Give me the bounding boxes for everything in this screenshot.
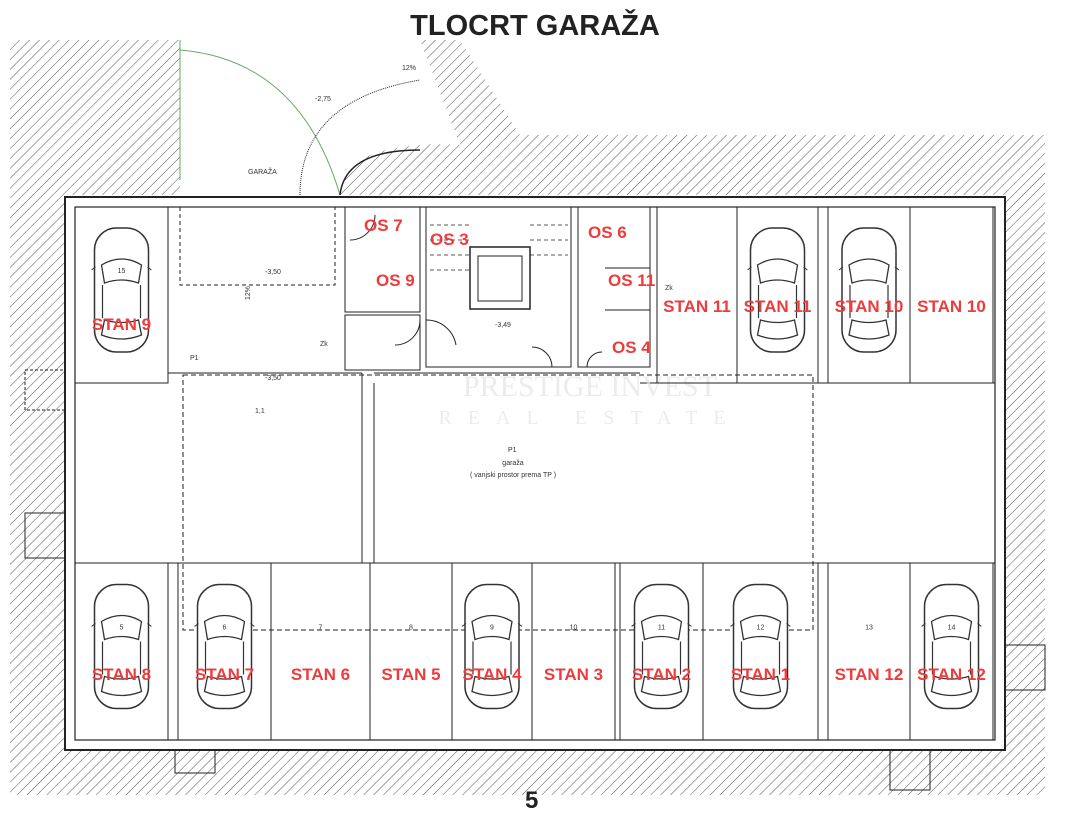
- spot-number: 6: [223, 625, 227, 632]
- spot-number: 14: [948, 625, 956, 632]
- parking-spot-outline: [702, 562, 819, 741]
- spot-number: 11: [658, 625, 665, 632]
- spot-label: STAN 4: [462, 665, 522, 684]
- spot-label: STAN 11: [744, 297, 812, 316]
- level-garage-label: -3,50: [265, 375, 281, 382]
- spot-label: STAN 6: [291, 665, 350, 684]
- spot-label: STAN 11: [663, 297, 731, 316]
- zk-label: Zk: [320, 341, 328, 348]
- garage-note-label: ( vanjski prostor prema TP ): [470, 472, 556, 479]
- spot-number: 12: [757, 625, 765, 632]
- parking-spot: STAN 11: [736, 206, 819, 384]
- storage-labels: OS 7 OS 3 OS 9 OS 6 OS 11 OS 4: [364, 216, 655, 357]
- watermark-line1: PRESTIGE INVEST: [463, 370, 717, 403]
- spot-label: STAN 7: [195, 665, 254, 684]
- parking-spot-outline: [74, 206, 169, 384]
- spot-number: 8: [409, 625, 413, 632]
- annotations: GARAŽA 12% 12% -2,75 -3,50 -3,50 -3,49 1…: [190, 65, 673, 479]
- storage-label-os11: OS 11: [608, 271, 655, 290]
- parking-spot-outline: [531, 562, 616, 741]
- spot-label: STAN 10: [917, 297, 986, 316]
- car-icon: [462, 583, 522, 710]
- garage-name-label: garaža: [502, 460, 524, 467]
- spot-number: 15: [118, 268, 126, 275]
- car-icon: [194, 583, 255, 710]
- slope-ramp-label: 12%: [245, 286, 252, 300]
- parking-spot-outline: [909, 206, 994, 384]
- page-title: TLOCRT GARAŽA: [410, 10, 660, 42]
- car-icon: [631, 583, 692, 710]
- car-icon: [747, 227, 808, 353]
- spot-label: STAN 9: [92, 315, 151, 334]
- storage-label-os3: OS 3: [430, 230, 469, 249]
- level-entry-label: -2,75: [315, 96, 331, 103]
- spot-label: STAN 1: [731, 665, 790, 684]
- car-icon: [730, 583, 791, 710]
- zk-label: Zk: [665, 285, 673, 292]
- car-icon: [921, 583, 982, 710]
- spot-label: STAN 2: [632, 665, 691, 684]
- spot-number: 5: [120, 625, 124, 632]
- parking-spot-outline: [736, 206, 819, 384]
- spot-label: STAN 8: [92, 665, 151, 684]
- level-stair-label: -3,49: [495, 322, 511, 329]
- watermark: PRESTIGE INVEST REAL ESTATE: [438, 370, 741, 429]
- room-code-label: 1,1: [255, 408, 265, 415]
- parking-spot: STAN 10: [909, 206, 994, 384]
- car-icon: [91, 583, 152, 710]
- storage-label-os4: OS 4: [612, 338, 651, 357]
- spot-label: STAN 10: [835, 297, 904, 316]
- spot-number: 13: [865, 625, 873, 632]
- watermark-line2: REAL ESTATE: [438, 407, 741, 429]
- parking-spot-outline: [74, 562, 169, 741]
- storage-label-os9: OS 9: [376, 271, 415, 290]
- parking-spot-outline: [909, 562, 994, 741]
- spot-number: 9: [490, 625, 494, 632]
- level-ramp-label: -3,50: [265, 269, 281, 276]
- spot-label: STAN 5: [381, 665, 440, 684]
- spot-label: STAN 12: [835, 665, 904, 684]
- room-p1-label: P1: [190, 355, 199, 362]
- terrain-hatching: [10, 40, 1045, 795]
- car-icon: [839, 227, 899, 353]
- storage-label-os6: OS 6: [588, 223, 627, 242]
- slope-top-label: 12%: [402, 65, 416, 72]
- spot-label: STAN 3: [544, 665, 603, 684]
- spot-number: 7: [319, 625, 323, 632]
- page-number: 5: [525, 787, 539, 814]
- spot-label: STAN 12: [917, 665, 986, 684]
- garage-p1-label: P1: [508, 447, 517, 454]
- spot-number: 10: [570, 625, 578, 632]
- garage-entry-label: GARAŽA: [248, 167, 277, 176]
- storage-label-os7: OS 7: [364, 216, 403, 235]
